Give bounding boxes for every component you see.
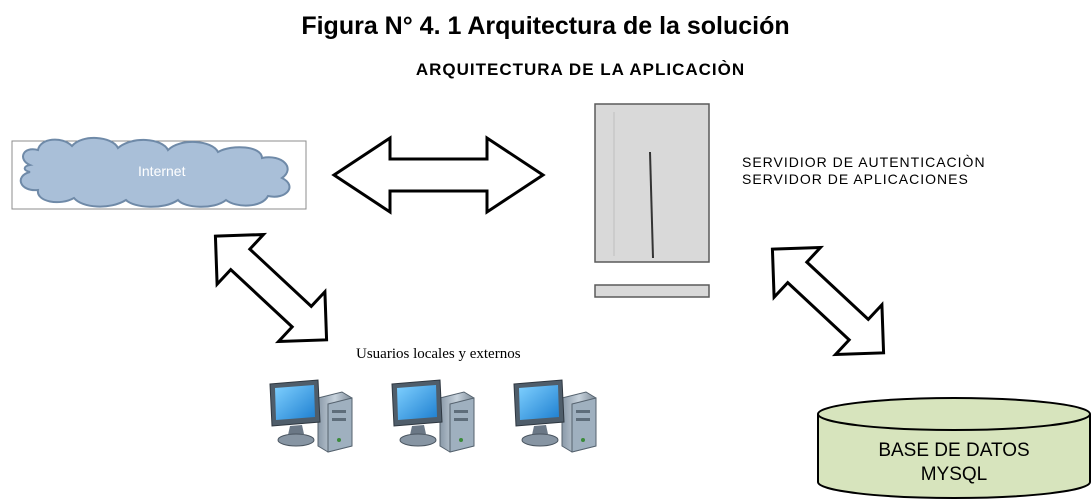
cloud-icon — [19, 137, 291, 208]
database-top — [817, 397, 1091, 431]
server-label-apps: SERVIDOR DE APLICACIONES — [742, 171, 969, 187]
internet-users-arrow — [213, 232, 329, 344]
computer-icon — [391, 379, 475, 453]
computer-icon — [513, 379, 597, 453]
server-label-auth: SERVIDIOR DE AUTENTICACIÒN — [742, 154, 986, 170]
internet-server-arrow — [331, 135, 546, 215]
internet-label: Internet — [138, 163, 186, 179]
server-database-arrow — [770, 245, 886, 357]
database-label-line2: MYSQL — [921, 464, 988, 485]
figure-title: Figura N° 4. 1 Arquitectura de la soluci… — [301, 12, 790, 40]
server-keyboard — [594, 284, 710, 298]
database-node: BASE DE DATOS MYSQL — [817, 397, 1091, 499]
computer-icon — [269, 379, 353, 453]
server-node — [594, 103, 710, 298]
diagram-title: ARQUITECTURA DE LA APLICACIÒN — [415, 60, 746, 79]
database-label-line1: BASE DE DATOS — [878, 440, 1029, 461]
internet-node: Internet — [11, 137, 307, 210]
users-label: Usuarios locales y externos — [356, 346, 521, 362]
